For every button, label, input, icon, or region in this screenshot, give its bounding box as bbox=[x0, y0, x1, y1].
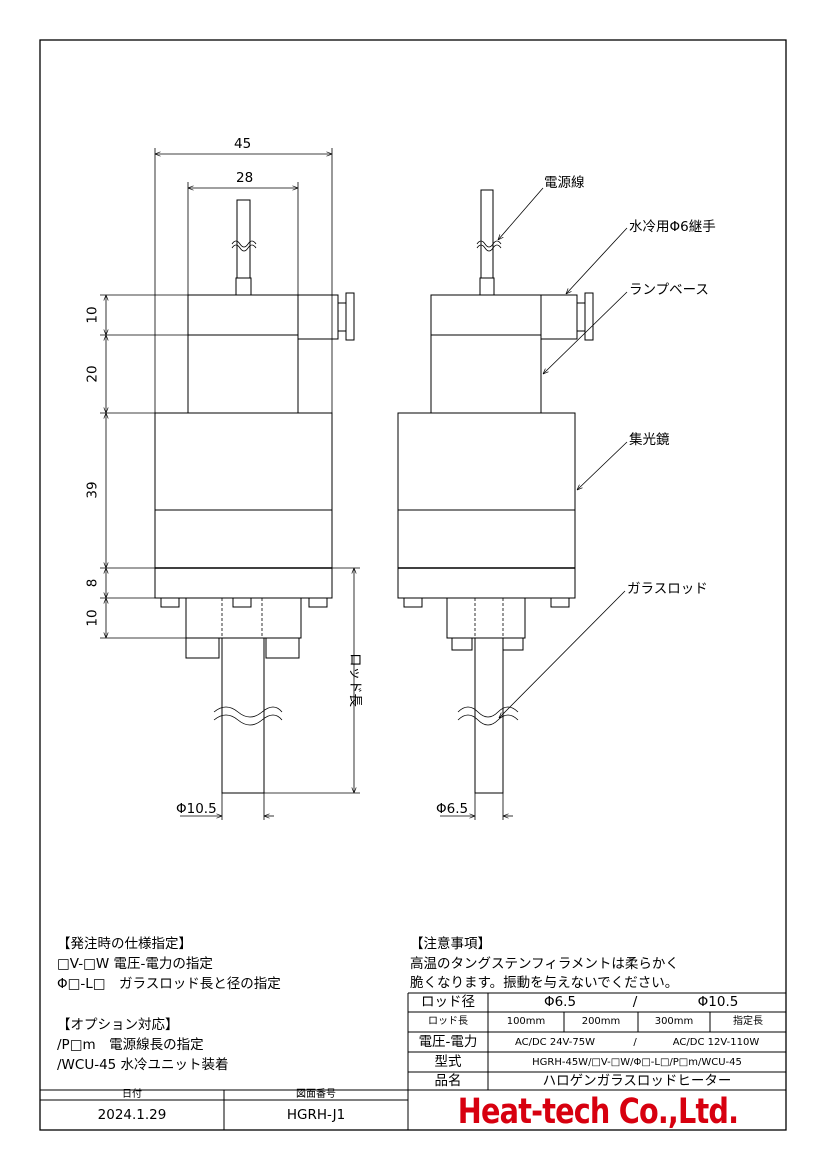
model-value: HGRH-45W/□V-□W/Φ□-L□/P□m/WCU-45 bbox=[532, 1057, 742, 1068]
dim-rod-length: ロッド長 bbox=[347, 653, 363, 707]
caution-line: 脆くなります。振動を与えないでください。 bbox=[410, 975, 679, 991]
option-heading: 【オプション対応】 bbox=[57, 1017, 179, 1033]
dim-39: 39 bbox=[84, 481, 101, 499]
callout-power-cable: 電源線 bbox=[544, 175, 585, 191]
callout-reflector: 集光鏡 bbox=[629, 432, 670, 448]
dim-28: 28 bbox=[236, 170, 254, 186]
left-view bbox=[154, 199, 355, 794]
lamp-base bbox=[187, 294, 299, 414]
dim-dia-right: Φ6.5 bbox=[436, 801, 469, 817]
rod-dia-a: Φ6.5 bbox=[543, 994, 577, 1010]
company-logo: Heat-tech Co.,Ltd. bbox=[457, 1092, 739, 1132]
order-spec-line: □V-□W 電圧-電力の指定 bbox=[57, 956, 213, 972]
date-label: 日付 bbox=[122, 1089, 142, 1100]
dim-8: 8 bbox=[84, 578, 101, 588]
caution-heading: 【注意事項】 bbox=[410, 936, 491, 952]
model-label: 型式 bbox=[434, 1054, 462, 1070]
right-view bbox=[397, 189, 594, 794]
drawing-no-label: 図面番号 bbox=[296, 1089, 336, 1100]
voltage-label: 電圧-電力 bbox=[418, 1034, 478, 1050]
order-spec-line: Φ□-L□ ガラスロッド長と径の指定 bbox=[57, 976, 281, 992]
caution-line: 高温のタングステンフィラメントは柔らかく bbox=[410, 956, 679, 972]
rod-dia-sep: / bbox=[632, 994, 638, 1010]
sheet-border bbox=[39, 39, 787, 1131]
drawing-no-value: HGRH-J1 bbox=[286, 1107, 346, 1123]
spec-table-grid bbox=[40, 992, 786, 1130]
date-value: 2024.1.29 bbox=[97, 1107, 167, 1123]
option-line: /WCU-45 水冷ユニット装着 bbox=[57, 1057, 229, 1073]
rod-len-value: 100mm bbox=[506, 1016, 546, 1027]
product-value: ハロゲンガラスロッドヒーター bbox=[542, 1073, 732, 1089]
rod-holder bbox=[185, 597, 302, 639]
dim-10-top: 10 bbox=[84, 306, 101, 324]
option-line: /P□m 電源線長の指定 bbox=[57, 1037, 204, 1053]
dim-dia-left: Φ10.5 bbox=[176, 801, 217, 817]
rod-dia-label: ロッド径 bbox=[421, 994, 475, 1010]
rod-len-label: ロッド長 bbox=[428, 1016, 468, 1027]
dim-10-bottom: 10 bbox=[84, 609, 101, 627]
callout-lamp-base: ランプベース bbox=[629, 282, 709, 298]
reflector bbox=[154, 412, 333, 569]
callout-glass-rod: ガラスロッド bbox=[627, 581, 708, 597]
rod-len-value: 200mm bbox=[581, 1016, 621, 1027]
order-spec-heading: 【発注時の仕様指定】 bbox=[57, 936, 192, 952]
callout-water-fitting: 水冷用Φ6継手 bbox=[629, 219, 716, 235]
voltage-a: AC/DC 24V-75W bbox=[514, 1037, 596, 1048]
product-label: 品名 bbox=[434, 1073, 462, 1089]
rod-dia-b: Φ10.5 bbox=[697, 994, 739, 1010]
rod-len-value: 指定長 bbox=[733, 1016, 763, 1027]
voltage-b: AC/DC 12V-110W bbox=[672, 1037, 760, 1048]
dim-20: 20 bbox=[84, 365, 101, 383]
rod-len-value: 300mm bbox=[654, 1016, 694, 1027]
voltage-sep: / bbox=[633, 1037, 637, 1048]
dim-45: 45 bbox=[234, 136, 252, 152]
